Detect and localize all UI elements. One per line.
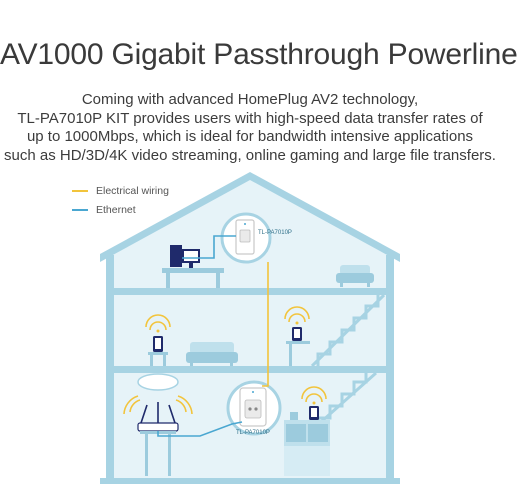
sofa-back xyxy=(340,265,370,275)
electrical-upper-to-lower xyxy=(262,262,269,387)
ethernet-swatch xyxy=(72,208,88,211)
monitor-screen xyxy=(184,251,198,261)
staircase-upper xyxy=(310,293,386,368)
lower-adapter: TL-PA7010P xyxy=(226,380,282,436)
pc-tower xyxy=(170,245,182,267)
ground-line xyxy=(100,478,400,484)
ethernet-cables xyxy=(157,235,243,437)
ground-right-furniture xyxy=(284,386,330,476)
sofa-leg-r xyxy=(367,283,370,287)
headline: AV1000 Gigabit Passthrough Powerline xyxy=(0,38,518,71)
legend-ethernet: Ethernet xyxy=(72,200,169,219)
house-illustration: TL-PA7010P xyxy=(100,172,400,484)
description: Coming with advanced HomePlug AV2 techno… xyxy=(0,91,500,165)
lower-adapter-label: TL-PA7010P xyxy=(236,430,270,436)
description-line-4: such as HD/3D/4K video streaming, online… xyxy=(4,146,496,164)
description-line-1: Coming with advanced HomePlug AV2 techno… xyxy=(81,91,419,108)
legend: Electrical wiring Ethernet xyxy=(72,181,169,219)
sofa-seat xyxy=(336,273,374,283)
upper-adapter-label: TL-PA7010P xyxy=(258,230,292,236)
ground-floor-furniture: TL-PA7010P xyxy=(123,373,330,476)
desk-leg-right xyxy=(216,273,220,288)
pc-desk xyxy=(162,245,224,288)
desk-leg-left xyxy=(166,273,170,288)
legend-electrical: Electrical wiring xyxy=(72,181,169,200)
upper-adapter-socket xyxy=(239,229,251,243)
upper-adapter-led xyxy=(244,223,246,225)
lower-adapter-socket xyxy=(244,399,262,419)
counter-lower xyxy=(284,446,330,476)
electrical-wiring xyxy=(262,262,269,387)
router-body xyxy=(137,422,179,432)
upper-adapter: TL-PA7010P xyxy=(220,212,292,264)
monitor-stand xyxy=(189,263,193,268)
legend-electrical-label: Electrical wiring xyxy=(96,184,169,197)
middle-floor-furniture xyxy=(145,306,310,366)
lamp xyxy=(290,412,298,420)
floor-attic xyxy=(106,288,394,295)
description-line-3: up to 1000Mbps, which is ideal for bandw… xyxy=(26,128,474,145)
middle-sofa xyxy=(186,342,238,366)
description-line-2: TL-PA7010P KIT provides users with high-… xyxy=(17,109,483,127)
wifi-phone-left xyxy=(145,314,171,366)
sofa-leg-l xyxy=(340,283,343,287)
internet-cloud xyxy=(137,373,179,391)
ethernet-pc-to-upper-adapter xyxy=(182,235,236,259)
wifi-phone-right xyxy=(284,306,310,366)
electrical-wiring-swatch xyxy=(72,189,88,192)
ethernet-router-to-lower-adapter xyxy=(157,421,243,437)
legend-ethernet-label: Ethernet xyxy=(96,203,136,216)
attic-sofa xyxy=(336,265,374,287)
desk-top xyxy=(162,268,224,273)
floor-middle xyxy=(106,366,394,373)
